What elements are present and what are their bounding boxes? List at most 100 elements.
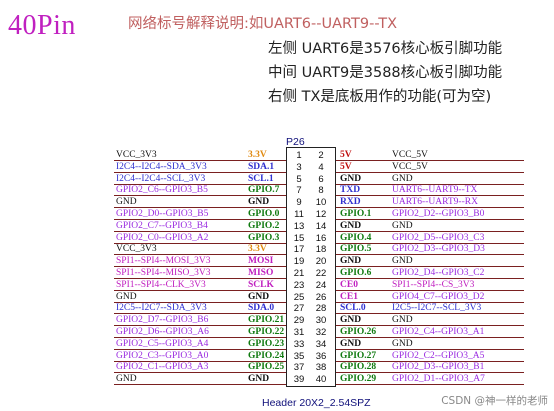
pin-number-odd: 23 (293, 279, 305, 291)
right-net-label: GPIO4_C7--GPIO3_D2 (392, 291, 485, 302)
left-net-label: GND (116, 291, 137, 302)
left-net-label: I2C5--I2C7--SDA_3V3 (116, 303, 207, 314)
right-pin-function: GPIO.4 (340, 232, 372, 243)
right-net-label: GPIO2_D2--GPIO3_B0 (392, 209, 485, 219)
left-pin-function: GPIO.21 (248, 315, 285, 326)
left-pin-function: GPIO.22 (248, 327, 285, 337)
pin-number-odd: 39 (293, 374, 305, 386)
right-net-line (336, 254, 524, 256)
left-net-line (114, 242, 286, 244)
left-net-label: VCC_3V3 (116, 150, 157, 160)
left-net-label: I2C4--I2C4--SDA_3V3 (116, 161, 207, 172)
right-pin-function: GND (340, 256, 362, 267)
left-net-label: SPI1--SPI4--CLK_3V3 (116, 279, 206, 290)
pin-number-odd: 21 (293, 268, 305, 279)
right-net-line (336, 289, 524, 291)
right-pin-function: CE0 (340, 279, 358, 290)
pin-number-even: 38 (315, 362, 327, 374)
right-net-label: GND (392, 315, 413, 326)
right-pin-function: GPIO.28 (340, 362, 377, 373)
left-pin-function: GPIO.23 (248, 338, 285, 349)
right-net-line (336, 230, 524, 232)
left-net-line (114, 278, 286, 279)
right-net-label: GPIO2_D1--GPIO3_A7 (392, 374, 485, 385)
right-pin-function: GPIO.29 (340, 374, 377, 385)
pin-number-odd: 27 (293, 303, 305, 315)
pin-number-even: 12 (315, 209, 327, 220)
right-net-line (336, 360, 524, 362)
right-net-label: GPIO2_D4--GPIO3_C2 (392, 268, 485, 278)
left-net-label: I2C4--I2C4--SCL_3V3 (116, 173, 206, 184)
right-pin-function: GPIO.26 (340, 327, 377, 337)
left-pin-function: GPIO.0 (248, 209, 280, 219)
left-net-line (114, 195, 286, 197)
pin-number-odd: 1 (296, 150, 302, 161)
right-pin-function: GND (340, 338, 362, 349)
right-pin-function: CE1 (340, 291, 358, 302)
right-pin-function: GND (340, 173, 362, 184)
left-net-line (114, 183, 286, 185)
left-net-label: SPI1--SPI4--MOSI_3V3 (116, 256, 211, 267)
left-net-line (114, 348, 286, 350)
pin-number-odd: 17 (293, 244, 305, 256)
right-pin-function: GPIO.5 (340, 244, 372, 255)
pin-number-odd: 9 (296, 197, 302, 209)
right-net-label: I2C5--I2C7--SCL_3V3 (392, 303, 482, 314)
left-net-line (114, 254, 286, 256)
right-net-line (336, 219, 524, 220)
legend-header: 网络标号解释说明:如UART6--UART9--TX (128, 16, 398, 32)
pin-number-even: 28 (315, 303, 327, 315)
pin-number-odd: 5 (296, 173, 302, 185)
right-pin-function: 5V (340, 161, 352, 172)
pin-number-even: 18 (315, 244, 327, 256)
left-pin-function: SDA.1 (248, 161, 275, 172)
left-pin-function: GND (248, 291, 270, 302)
right-pin-function: GPIO.6 (340, 268, 372, 278)
pin-number-odd: 13 (293, 220, 305, 232)
right-net-line (336, 348, 524, 350)
pin-number-odd: 31 (293, 327, 305, 338)
left-pin-function: GPIO.2 (248, 220, 280, 231)
left-net-line (114, 337, 286, 338)
right-net-line (336, 372, 524, 374)
right-net-label: UART6--UART9--TX (392, 185, 478, 196)
pin-number-odd: 7 (296, 185, 302, 197)
right-pin-function: 5V (340, 150, 352, 160)
connector-part-label: Header 20X2_2.54SPZ (262, 397, 371, 409)
right-net-label: UART6--UART9--RX (392, 197, 478, 208)
left-pin-function: SCLK (248, 279, 274, 290)
pin-number-even: 36 (315, 350, 327, 362)
pin-number-even: 14 (315, 220, 327, 232)
left-net-line (114, 230, 286, 232)
pin-number-even: 40 (315, 374, 327, 386)
right-net-label: VCC_5V (392, 161, 428, 172)
left-pin-function: MOSI (248, 256, 274, 267)
pin-number-odd: 33 (293, 338, 305, 350)
pin-number-even: 22 (315, 268, 327, 279)
pin-number-even: 10 (315, 197, 327, 209)
right-net-line (336, 171, 524, 173)
pin-number-odd: 37 (293, 362, 305, 374)
left-net-line (114, 207, 286, 209)
left-net-line (114, 289, 286, 291)
right-pin-function: GPIO.27 (340, 350, 377, 361)
left-net-label: GPIO2_C0--GPIO3_A2 (116, 232, 209, 243)
right-net-label: GPIO2_C4--GPIO3_A1 (392, 327, 485, 337)
left-net-label: GPIO2_C7--GPIO3_B4 (116, 220, 208, 231)
pin-number-odd: 11 (294, 209, 304, 220)
pin-number-even: 8 (318, 185, 324, 197)
pin-number-even: 4 (318, 161, 324, 173)
left-pin-function: 3.3V (248, 150, 267, 160)
left-net-label: GPIO2_C5--GPIO3_A4 (116, 338, 209, 349)
legend-line-left: 左侧 UART6是3576核心板引脚功能 (268, 41, 503, 57)
